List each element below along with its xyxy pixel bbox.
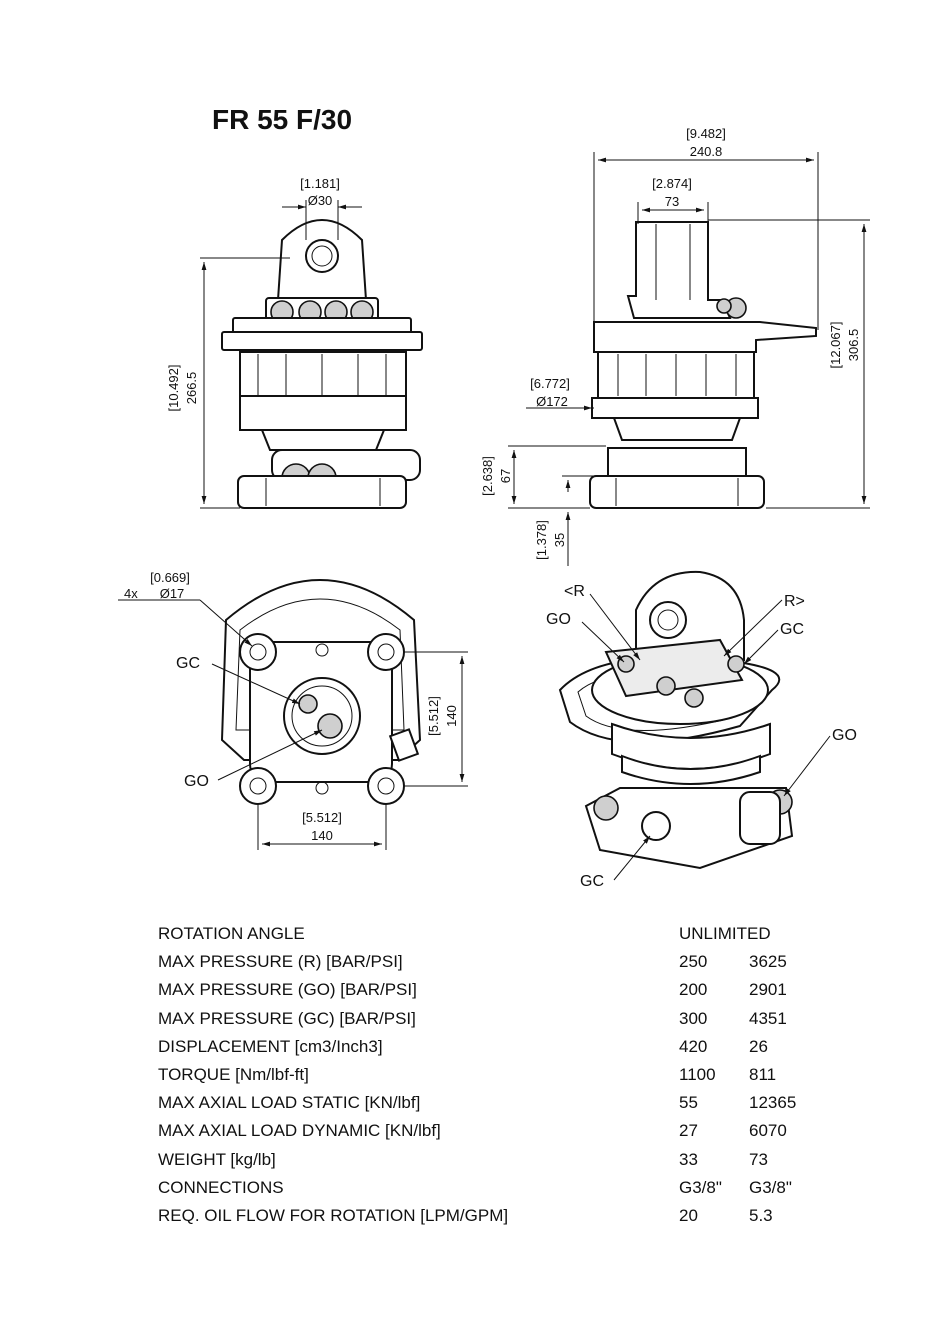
spec-value-imperial: 2901 <box>749 980 787 1000</box>
dim-label: Ø30 <box>308 193 333 208</box>
spec-name: REQ. OIL FLOW FOR ROTATION [LPM/GPM] <box>158 1205 509 1225</box>
spec-row: TORQUE [Nm/lbf-ft] 1100 811 <box>158 1065 858 1093</box>
dim-label: 73 <box>665 194 679 209</box>
spec-value-imperial: 26 <box>749 1036 768 1056</box>
spec-row: DISPLACEMENT [cm3/Inch3] 420 26 <box>158 1037 858 1065</box>
port-label-gc-iso-bottom: GC <box>580 873 604 890</box>
dim-label: [1.181] <box>300 176 340 191</box>
dim-label: [2.638] <box>480 456 495 496</box>
spec-name: WEIGHT [kg/lb] <box>158 1149 276 1169</box>
spec-name: MAX AXIAL LOAD STATIC [KN/lbf] <box>158 1093 421 1113</box>
spec-name: ROTATION ANGLE <box>158 924 305 943</box>
spec-value-imperial: 4351 <box>749 1008 787 1028</box>
dim-label: [2.874] <box>652 176 692 191</box>
spec-row: MAX PRESSURE (GC) [BAR/PSI] 300 4351 <box>158 1009 858 1037</box>
front-view: [1.181] Ø30 [10.492] 266.5 <box>166 176 423 509</box>
spec-value-imperial: 5.3 <box>749 1205 773 1225</box>
dim-label: [5.512] <box>426 696 441 736</box>
port-label-r-right: R> <box>784 593 805 610</box>
port-label-go-iso-right: GO <box>832 727 857 744</box>
spec-value-metric: 250 <box>679 952 708 972</box>
spec-value-metric: G3/8" <box>679 1177 722 1197</box>
dim-label: [12.067] <box>828 322 843 369</box>
dim-label: 306.5 <box>846 329 861 362</box>
spec-value-imperial: G3/8" <box>749 1177 792 1197</box>
dim-label: Ø172 <box>536 394 568 409</box>
dim-label: [0.669] <box>150 570 190 585</box>
dim-label: [9.482] <box>686 126 726 141</box>
spec-value-metric: 33 <box>679 1149 698 1169</box>
spec-value-metric: 27 <box>679 1121 698 1141</box>
spec-value-imperial: 73 <box>749 1149 768 1169</box>
spec-value-imperial: 811 <box>749 1064 777 1084</box>
spec-name: DISPLACEMENT [cm3/Inch3] <box>158 1036 383 1056</box>
spec-value-metric: 1100 <box>679 1064 716 1084</box>
spec-row: CONNECTIONS G3/8" G3/8" <box>158 1178 858 1206</box>
dim-label: [1.378] <box>534 520 549 560</box>
dim-label: 240.8 <box>690 144 723 159</box>
dim-label: 266.5 <box>184 372 199 405</box>
spec-name: CONNECTIONS <box>158 1177 284 1197</box>
spec-row: ROTATION ANGLE UNLIMITED <box>158 924 858 952</box>
dim-label: [6.772] <box>530 376 570 391</box>
spec-value-metric: 200 <box>679 980 708 1000</box>
dim-label: [10.492] <box>166 365 181 412</box>
spec-value-metric: 55 <box>679 1093 698 1113</box>
spec-row: WEIGHT [kg/lb] 33 73 <box>158 1150 858 1178</box>
dim-label: 35 <box>552 533 567 547</box>
spec-name: MAX PRESSURE (GC) [BAR/PSI] <box>158 1008 416 1028</box>
spec-value-imperial: 12365 <box>749 1093 797 1113</box>
dim-label: 67 <box>498 469 513 483</box>
spec-value-metric: 20 <box>679 1205 698 1225</box>
dim-label: Ø17 <box>160 586 185 601</box>
spec-row: REQ. OIL FLOW FOR ROTATION [LPM/GPM] 20 … <box>158 1206 858 1234</box>
spec-name: TORQUE [Nm/lbf-ft] <box>158 1064 309 1084</box>
port-label-gc: GC <box>176 655 200 672</box>
spec-table: ROTATION ANGLE UNLIMITED MAX PRESSURE (R… <box>158 924 858 1234</box>
port-label-go-iso: GO <box>546 611 571 628</box>
port-label-r-left: <R <box>564 583 585 600</box>
spec-value-metric: 420 <box>679 1036 708 1056</box>
dim-label: 140 <box>311 828 333 843</box>
isometric-view: <R R> GO GC GO GC <box>546 570 857 890</box>
side-view: [9.482] 240.8 [2.874] 73 [12.067] 306.5 … <box>480 126 870 566</box>
dim-label: [5.512] <box>302 810 342 825</box>
spec-row: MAX PRESSURE (R) [BAR/PSI] 250 3625 <box>158 952 858 980</box>
technical-drawing: [1.181] Ø30 [10.492] 266.5 <box>118 126 870 890</box>
spec-value-imperial: 6070 <box>749 1121 787 1141</box>
port-label-gc-iso: GC <box>780 621 804 638</box>
spec-name: MAX PRESSURE (R) [BAR/PSI] <box>158 952 403 972</box>
page-title: FR 55 F/30 <box>212 104 353 135</box>
spec-row: MAX AXIAL LOAD DYNAMIC [KN/lbf] 27 6070 <box>158 1121 858 1149</box>
spec-value-imperial: 3625 <box>749 952 787 972</box>
port-label-go: GO <box>184 773 209 790</box>
bottom-view: [0.669] 4x Ø17 GC GO [5.512] 140 [5.512]… <box>118 570 468 850</box>
spec-value-metric: 300 <box>679 1008 708 1028</box>
dim-label: 4x <box>124 586 138 601</box>
spec-row: MAX PRESSURE (GO) [BAR/PSI] 200 2901 <box>158 980 858 1008</box>
spec-row: MAX AXIAL LOAD STATIC [KN/lbf] 55 12365 <box>158 1093 858 1121</box>
spec-name: MAX AXIAL LOAD DYNAMIC [KN/lbf] <box>158 1121 441 1141</box>
spec-value-metric: UNLIMITED <box>679 924 771 943</box>
dim-label: 140 <box>444 705 459 727</box>
spec-name: MAX PRESSURE (GO) [BAR/PSI] <box>158 980 417 1000</box>
